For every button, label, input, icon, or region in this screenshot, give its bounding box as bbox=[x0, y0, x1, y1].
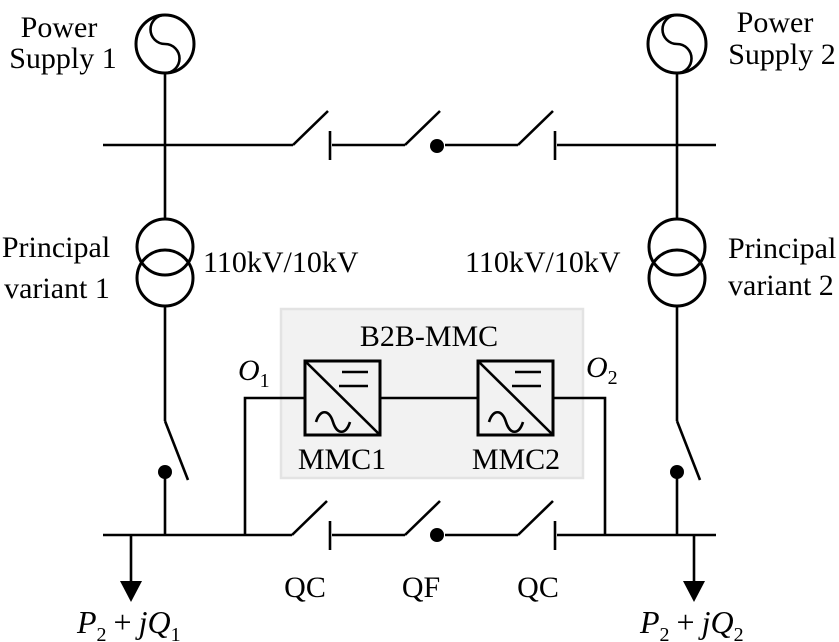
load-right-label: P2+jQ2 bbox=[639, 604, 744, 642]
top-bus-disconnector-right-icon bbox=[517, 110, 557, 160]
principal-variant-1-label-line2: variant 1 bbox=[4, 272, 110, 305]
load-right-arrow-icon bbox=[683, 535, 705, 602]
mmc1-label: MMC1 bbox=[298, 443, 386, 476]
power-supply-2-label-line2: Supply 2 bbox=[728, 38, 836, 71]
ac-source-2-icon bbox=[646, 13, 708, 75]
breaker-qf-icon bbox=[404, 500, 444, 542]
feeder-left-switch-icon bbox=[158, 420, 190, 481]
converter-wiring bbox=[243, 396, 607, 535]
power-supply-1-label-line2: Supply 1 bbox=[9, 42, 117, 75]
ac-source-1-icon bbox=[134, 13, 196, 75]
principal-variant-2-label-line2: variant 2 bbox=[728, 269, 834, 302]
b2b-mmc-title: B2B-MMC bbox=[360, 320, 498, 353]
mmc2-label: MMC2 bbox=[472, 443, 560, 476]
top-bus-disconnector-left-icon bbox=[292, 110, 332, 160]
bottom-busbar bbox=[103, 500, 716, 550]
node-o1-label: O1 bbox=[238, 354, 270, 392]
power-supply-1-label-line1: Power bbox=[21, 11, 98, 44]
load-left-arrow-icon bbox=[120, 535, 142, 602]
breaker-qf-label: QF bbox=[402, 571, 440, 604]
principal-variant-2-label-line1: Principal bbox=[728, 232, 836, 265]
switch-qc-left-label: QC bbox=[284, 571, 326, 604]
transformer-2-icon bbox=[647, 217, 707, 308]
b2b-mmc-panel bbox=[279, 307, 585, 480]
feeder-left bbox=[134, 13, 196, 535]
feeder-right bbox=[646, 13, 708, 535]
load-left-label: P2+jQ1 bbox=[76, 604, 181, 642]
top-bus-breaker-middle-icon bbox=[404, 110, 444, 153]
node-o2-label: O2 bbox=[586, 351, 618, 389]
switch-qc-right-label: QC bbox=[517, 571, 559, 604]
switch-qc-left-icon bbox=[291, 500, 332, 550]
transformer-2-rating-label: 110kV/10kV bbox=[465, 246, 621, 279]
switch-qc-right-icon bbox=[517, 500, 557, 550]
top-busbar bbox=[103, 110, 716, 160]
mmc1-ac-wire bbox=[243, 396, 305, 535]
transformer-1-rating-label: 110kV/10kV bbox=[203, 246, 359, 279]
transformer-1-icon bbox=[135, 217, 195, 308]
power-supply-2-label-line1: Power bbox=[737, 6, 814, 39]
principal-variant-1-label-line1: Principal bbox=[2, 231, 110, 264]
mmc2-ac-wire bbox=[553, 396, 607, 535]
feeder-right-switch-icon bbox=[670, 420, 702, 481]
